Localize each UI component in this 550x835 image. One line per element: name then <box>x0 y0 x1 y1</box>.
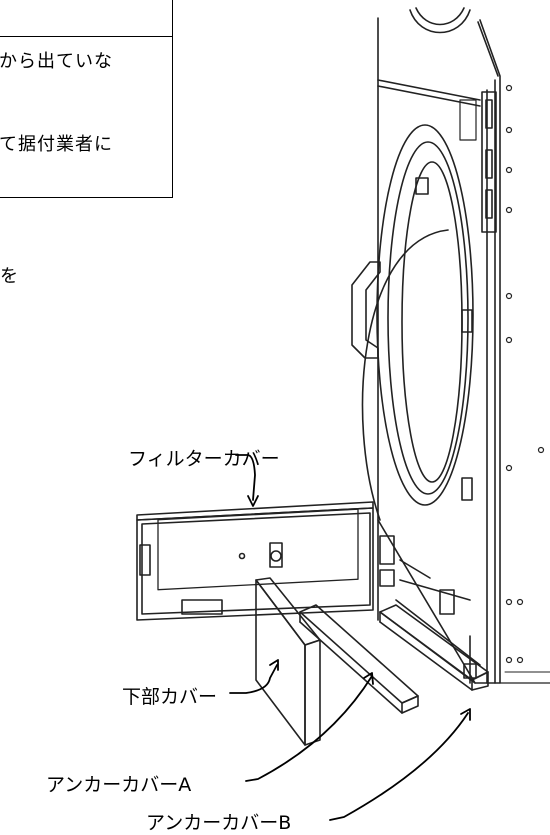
note-box: から出ていな て据付業者に <box>0 0 173 198</box>
anchor-cover-a <box>299 604 419 714</box>
hinge-strip <box>459 91 497 233</box>
screw-dots <box>505 84 545 664</box>
anchor-cover-a-label: アンカーカバーA <box>46 774 192 796</box>
door <box>351 124 474 521</box>
lower-cover-label: 下部カバー <box>122 686 218 708</box>
anchor-cover-b-label: アンカーカバーB <box>146 812 292 834</box>
filter-cover <box>136 501 374 621</box>
note-line-2: て据付業者に <box>0 134 113 155</box>
lower-cover <box>255 577 321 746</box>
anchor-cover-b <box>379 604 489 691</box>
stray-text: を <box>0 266 18 287</box>
leader-lines <box>229 454 471 821</box>
note-line-1: から出ていな <box>0 51 113 72</box>
note-divider <box>0 36 172 37</box>
filter-cover-label: フィルターカバー <box>128 448 280 470</box>
